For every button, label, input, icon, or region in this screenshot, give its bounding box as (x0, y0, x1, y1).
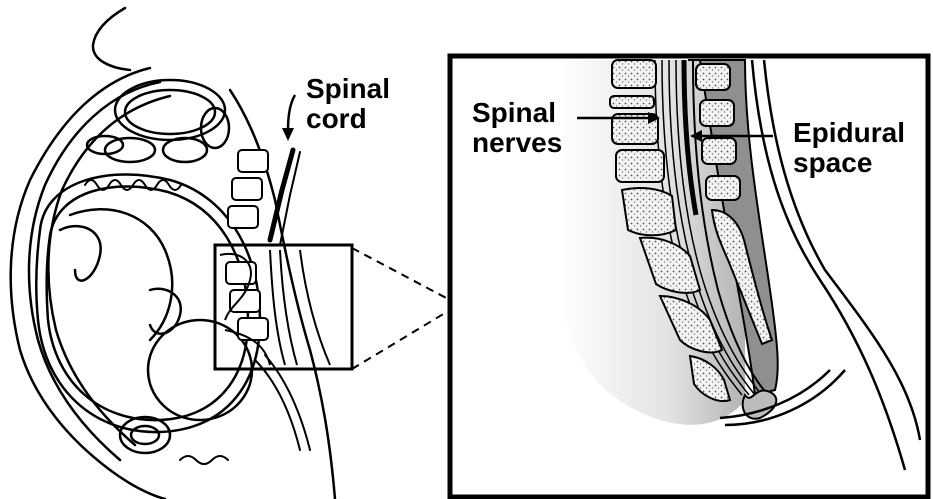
pelvic-ring (120, 417, 170, 453)
neck-outline (93, 8, 130, 70)
spinal-nerves-label: Spinal nerves (472, 98, 562, 158)
pelvic-wave (180, 456, 228, 464)
spinal-cord-label-line1: Spinal (306, 74, 390, 104)
epidural-space-label: Epidural space (793, 118, 905, 178)
fetus-arm (150, 289, 181, 334)
pregnant-body-illustration (11, 8, 335, 499)
uterus-inner (47, 186, 248, 420)
spinal-cord-label-line2: cord (306, 104, 390, 134)
organ-ring-4 (163, 138, 207, 162)
epidural-space-label-line1: Epidural (793, 118, 905, 148)
arrow-icon (282, 95, 295, 141)
zoom-connector-lines (352, 248, 450, 369)
epidural-space-label-line2: space (793, 148, 905, 178)
spinal-nerves-label-line1: Spinal (472, 98, 562, 128)
back-layer-1 (255, 360, 300, 450)
pelvic-ring-inner (131, 426, 159, 444)
abdomen-outline (11, 68, 165, 499)
uterus-outline (36, 174, 260, 432)
fetus-limb (60, 226, 101, 280)
spinal-cord-label: Spinal cord (306, 74, 390, 134)
organ-ring-3 (105, 138, 155, 162)
spinal-nerves-label-line2: nerves (472, 128, 562, 158)
